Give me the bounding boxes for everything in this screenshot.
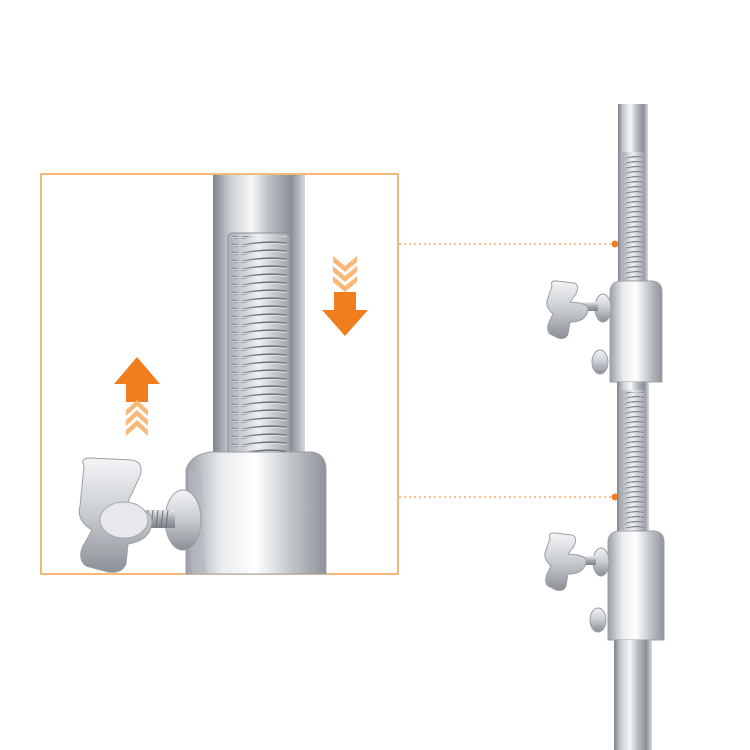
stand-clamp-upper-lower-boss [591, 349, 609, 375]
stand-tube-bottom [614, 640, 652, 750]
stand-clamp-lower-lower-boss [589, 607, 607, 633]
stand-spring-top [623, 154, 643, 282]
arrow-down-icon [322, 256, 368, 336]
detail-collar [185, 451, 327, 575]
stand-bolt-lower [580, 556, 596, 565]
detail-spring [231, 236, 287, 455]
arrow-up-icon [114, 357, 160, 436]
stand-clamp-lower [607, 530, 665, 641]
stand-spring-middle [622, 392, 644, 528]
detail-view [78, 175, 327, 575]
stand-clamp-upper [609, 280, 663, 383]
detail-knob-face [99, 501, 149, 539]
stand-t-knob-lower [544, 532, 587, 591]
stand-view [544, 104, 665, 750]
stand-bolt-upper [582, 302, 598, 311]
leader-dot-bottom [611, 493, 619, 501]
stand-t-knob-upper [546, 280, 589, 339]
leader-dot-top [611, 240, 619, 248]
